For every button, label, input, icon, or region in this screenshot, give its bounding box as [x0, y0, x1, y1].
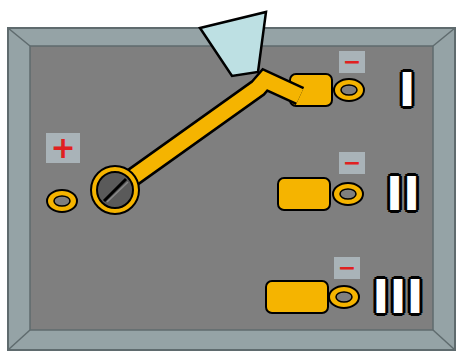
terminal-hole: [340, 189, 356, 199]
contact-pad: [266, 281, 328, 313]
polarity-sign: +: [46, 133, 79, 163]
pivot-ring: [91, 166, 139, 214]
terminal-ring: [329, 286, 359, 308]
polarity-sign: −: [339, 152, 365, 174]
contact-pad: [278, 178, 330, 210]
polarity-sign: −: [339, 51, 365, 73]
terminal-hole: [54, 196, 70, 206]
polarity-sign: −: [334, 257, 360, 279]
bevel-line: [8, 330, 30, 350]
bevel-line: [8, 28, 30, 46]
position-number: I: [398, 67, 415, 113]
terminal-ring: [333, 183, 363, 205]
bevel-line: [433, 28, 455, 46]
position-number: III: [372, 274, 423, 320]
screw-slot: [104, 179, 126, 201]
terminal-ring: [47, 190, 77, 212]
screw-slot: [107, 182, 128, 202]
switch-blade: [115, 80, 300, 190]
pivot-screw: [97, 172, 133, 208]
housing-panel: [30, 46, 433, 330]
switch-blade-outline: [115, 80, 300, 190]
terminal-hole: [341, 85, 357, 95]
switch-handle: [200, 12, 266, 76]
terminal-ring: [334, 79, 364, 101]
terminal-hole: [336, 292, 352, 302]
bevel-line: [433, 330, 455, 350]
position-number: II: [386, 171, 420, 217]
